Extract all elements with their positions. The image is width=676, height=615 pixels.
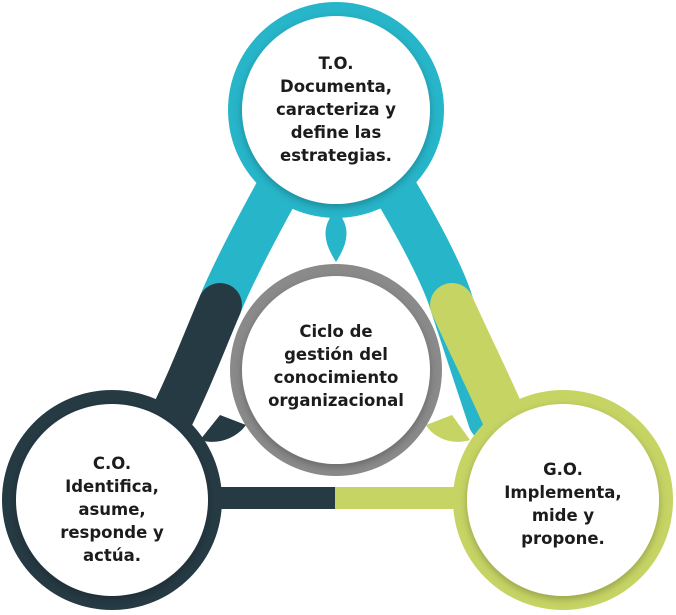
top-line: Documenta, [280,77,392,96]
right-line: Implementa, [504,483,622,502]
connector-top [325,210,347,262]
center-node-text: Ciclo de gestión del conocimiento organi… [236,320,436,412]
band-left [148,283,242,442]
left-node-text: C.O. Identifica, asume, responde y actúa… [12,452,212,567]
left-line: asume, [78,500,146,519]
left-line: C.O. [92,454,132,473]
center-node [230,264,442,476]
top-node [228,2,444,218]
top-line: estrategias. [280,146,392,165]
connector-left [200,415,246,442]
connectors [200,210,470,442]
top-line: caracteriza y [275,100,397,119]
center-line: Ciclo de [299,322,373,341]
center-line: conocimiento [273,368,399,387]
left-line: Identifica, [65,477,159,496]
band-right [430,283,527,442]
center-line: gestión del [284,345,388,364]
right-line: propone. [521,529,605,548]
top-line: define las [290,123,382,142]
right-node-text: G.O. Implementa, mide y propone. [463,458,663,550]
right-line: G.O. [543,460,583,479]
left-line: responde y [60,523,164,542]
left-line: actúa. [83,546,141,565]
top-line: T.O. [318,54,354,73]
right-line: mide y [531,506,595,525]
right-node [453,390,673,610]
center-line: organizacional [268,391,404,410]
left-node [2,390,222,610]
top-node-text: T.O. Documenta, caracteriza y define las… [236,52,436,167]
connector-right [426,415,470,442]
